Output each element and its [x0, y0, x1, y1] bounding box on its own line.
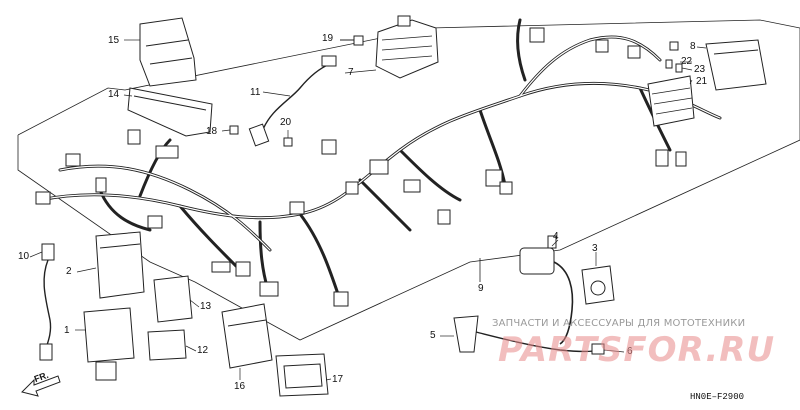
callout-2: 2 [66, 266, 72, 277]
part-12-cushion [147, 329, 187, 361]
callout-11: 11 [250, 87, 261, 98]
part-13-unit [153, 275, 193, 323]
part-14-cover [127, 87, 213, 137]
callout-18: 18 [206, 126, 218, 137]
callout-6: 6 [627, 346, 633, 357]
diagram-code: HN0E–F2900 [690, 392, 745, 402]
callout-21: 21 [696, 76, 708, 87]
part-17-rubber [275, 353, 329, 397]
watermark-logo: PARTSFOR.RU [498, 330, 776, 370]
part-19-bolt [340, 35, 364, 46]
part-2-unit [95, 231, 145, 299]
part-3-switch [581, 265, 615, 305]
callout-17: 17 [332, 374, 344, 385]
callout-20: 20 [280, 117, 292, 128]
part-21-fuse-block [647, 75, 695, 127]
part-1-mount [83, 307, 135, 381]
main-harness-inner [39, 36, 721, 251]
callout-5: 5 [430, 330, 436, 341]
part-11-subharness [248, 55, 337, 147]
callout-19: 19 [322, 33, 334, 44]
part-20-bolt [283, 137, 293, 147]
callout-8: 8 [690, 41, 696, 52]
callout-10: 10 [18, 251, 30, 262]
part-5-connector [453, 315, 601, 353]
callout-14: 14 [108, 89, 120, 100]
callout-7: 7 [348, 67, 354, 78]
callout-4: 4 [553, 231, 559, 242]
harness-connectors [35, 27, 687, 307]
callout-1: 1 [64, 325, 70, 336]
callout-23: 23 [694, 64, 706, 75]
callout-3: 3 [592, 243, 598, 254]
part-18-bolt [229, 125, 239, 135]
part-22-23-fuses [665, 41, 683, 73]
harness-boundary [17, 19, 800, 341]
callout-22: 22 [681, 56, 693, 67]
part-10-sensor [39, 243, 55, 361]
watermark-tagline: ЗАПЧАСТИ И АКСЕССУАРЫ ДЛЯ МОТОТЕХНИКИ [492, 318, 746, 329]
front-arrow [21, 375, 61, 397]
part-15-block [139, 17, 197, 87]
callout-15: 15 [108, 35, 120, 46]
leader-lines [29, 39, 707, 381]
callout-13: 13 [200, 301, 212, 312]
callout-9: 9 [478, 283, 484, 294]
part-7-regulator [375, 15, 439, 79]
callout-16: 16 [234, 381, 246, 392]
part-8-fusebox [705, 39, 767, 91]
part-16-module [221, 303, 273, 369]
part-6-clip [591, 343, 605, 355]
callout-12: 12 [197, 345, 209, 356]
